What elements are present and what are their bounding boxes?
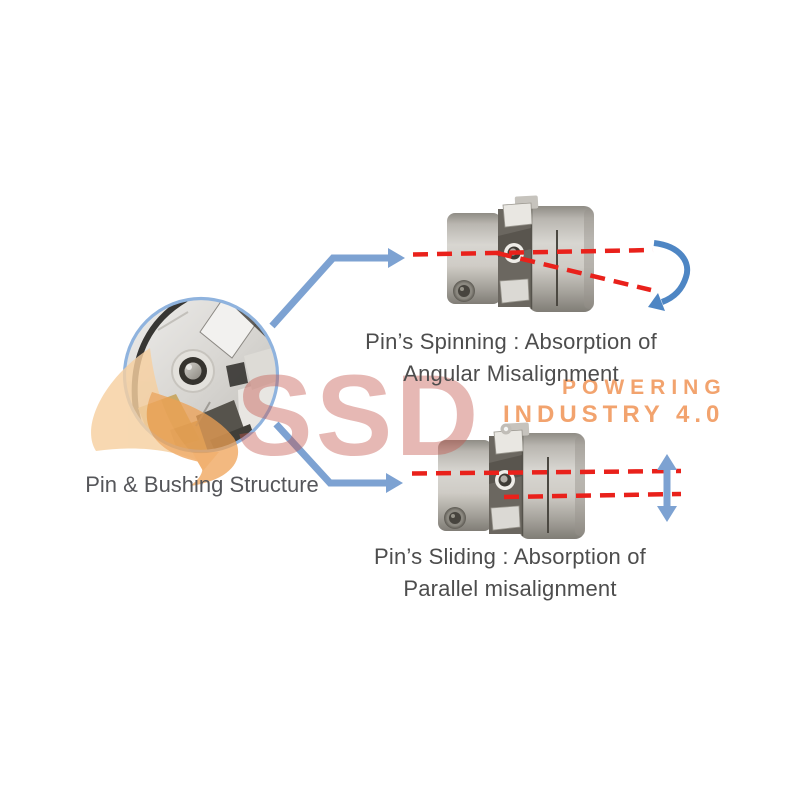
- axis-dashed-line: [412, 247, 654, 257]
- parallel-dashed-lines: [411, 468, 682, 500]
- sliding-caption: Pin’s Sliding : Absorption of Parallel m…: [374, 541, 646, 605]
- coupling-photo-bottom: [437, 421, 586, 540]
- watermark-tagline-1: POWERING: [562, 376, 727, 399]
- connector-arrow-bottom-icon: [273, 421, 403, 493]
- rotation-curved-arrow-icon: [648, 240, 691, 311]
- connector-arrow-top-icon: [269, 248, 405, 329]
- spinning-caption: Pin’s Spinning : Absorption of Angular M…: [365, 326, 657, 390]
- watermark-logo-text: SSD: [236, 352, 482, 480]
- pin-bushing-label-line1: Pin & Bushing: [85, 472, 224, 497]
- watermark-tagline-2: INDUSTRY 4.0: [503, 401, 725, 428]
- pin-bushing-structure-label: Pin & Bushing Structure: [85, 469, 319, 501]
- angular-dashed-line: [496, 250, 652, 293]
- flame-logo-icon: [91, 348, 239, 486]
- bushing-pin-closeup: [171, 349, 215, 393]
- spinning-caption-line1: Pin’s Spinning : Absorption of: [365, 329, 657, 354]
- vertical-double-arrow-icon: [657, 454, 677, 522]
- sliding-caption-line1: Pin’s Sliding : Absorption of: [373, 544, 647, 569]
- sliding-caption-line2: Parallel misalignment: [403, 576, 617, 601]
- spinning-caption-line2: Angular Misalignment: [403, 361, 619, 386]
- pin-bushing-label-line2: Structure: [229, 472, 319, 497]
